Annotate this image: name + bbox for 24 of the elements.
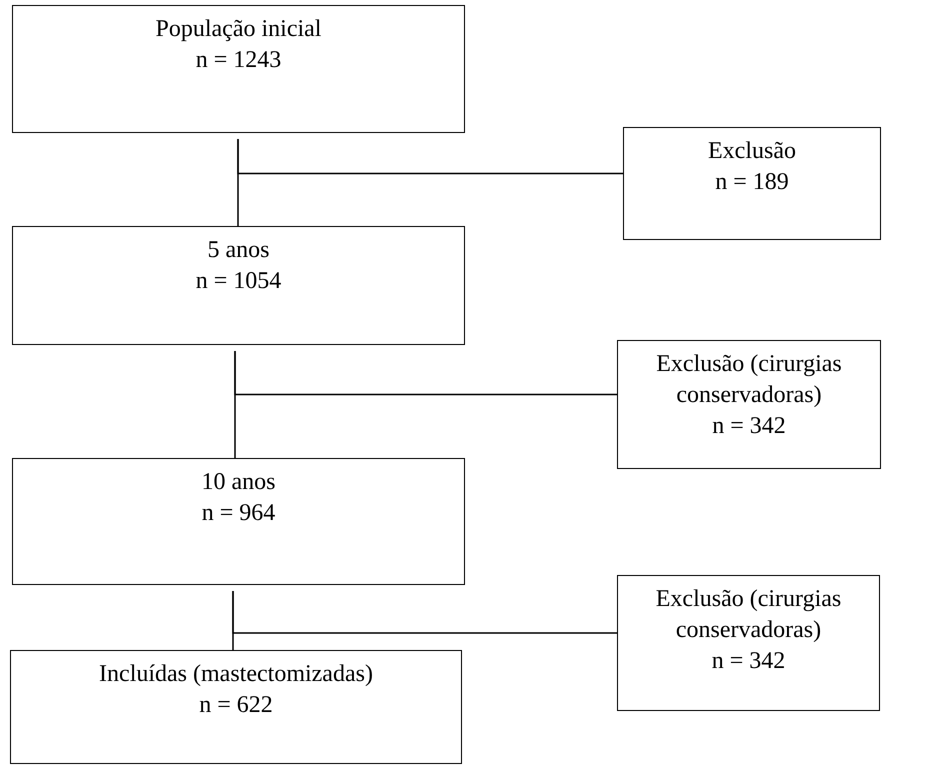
box-title: 10 anos: [202, 468, 276, 497]
box-title: Exclusão (cirurgias conservadoras): [654, 585, 842, 645]
count-text: n = 342: [712, 647, 786, 676]
process-box: [12, 458, 465, 585]
count-text: n = 622: [199, 691, 273, 720]
box-title: 5 anos: [208, 236, 270, 265]
connector-line: [237, 139, 623, 174]
box-title: Incluídas (mastectomizadas): [99, 660, 373, 689]
process-box: [10, 650, 462, 764]
count-text: n = 1243: [196, 46, 282, 75]
count-text: n = 964: [202, 499, 276, 528]
box-title: População inicial: [156, 15, 322, 44]
connector-line: [234, 351, 617, 396]
count-text: n = 189: [715, 168, 789, 197]
count-text: n = 1054: [196, 267, 282, 296]
count-text: n = 342: [712, 412, 786, 441]
connector-line: [232, 591, 617, 634]
box-title: Exclusão (cirurgias conservadoras): [655, 350, 843, 410]
process-box: [617, 340, 881, 469]
process-box: [12, 5, 465, 133]
process-box: [623, 127, 881, 240]
box-title: Exclusão: [708, 137, 796, 166]
process-box: [617, 575, 880, 711]
process-box: [12, 226, 465, 345]
